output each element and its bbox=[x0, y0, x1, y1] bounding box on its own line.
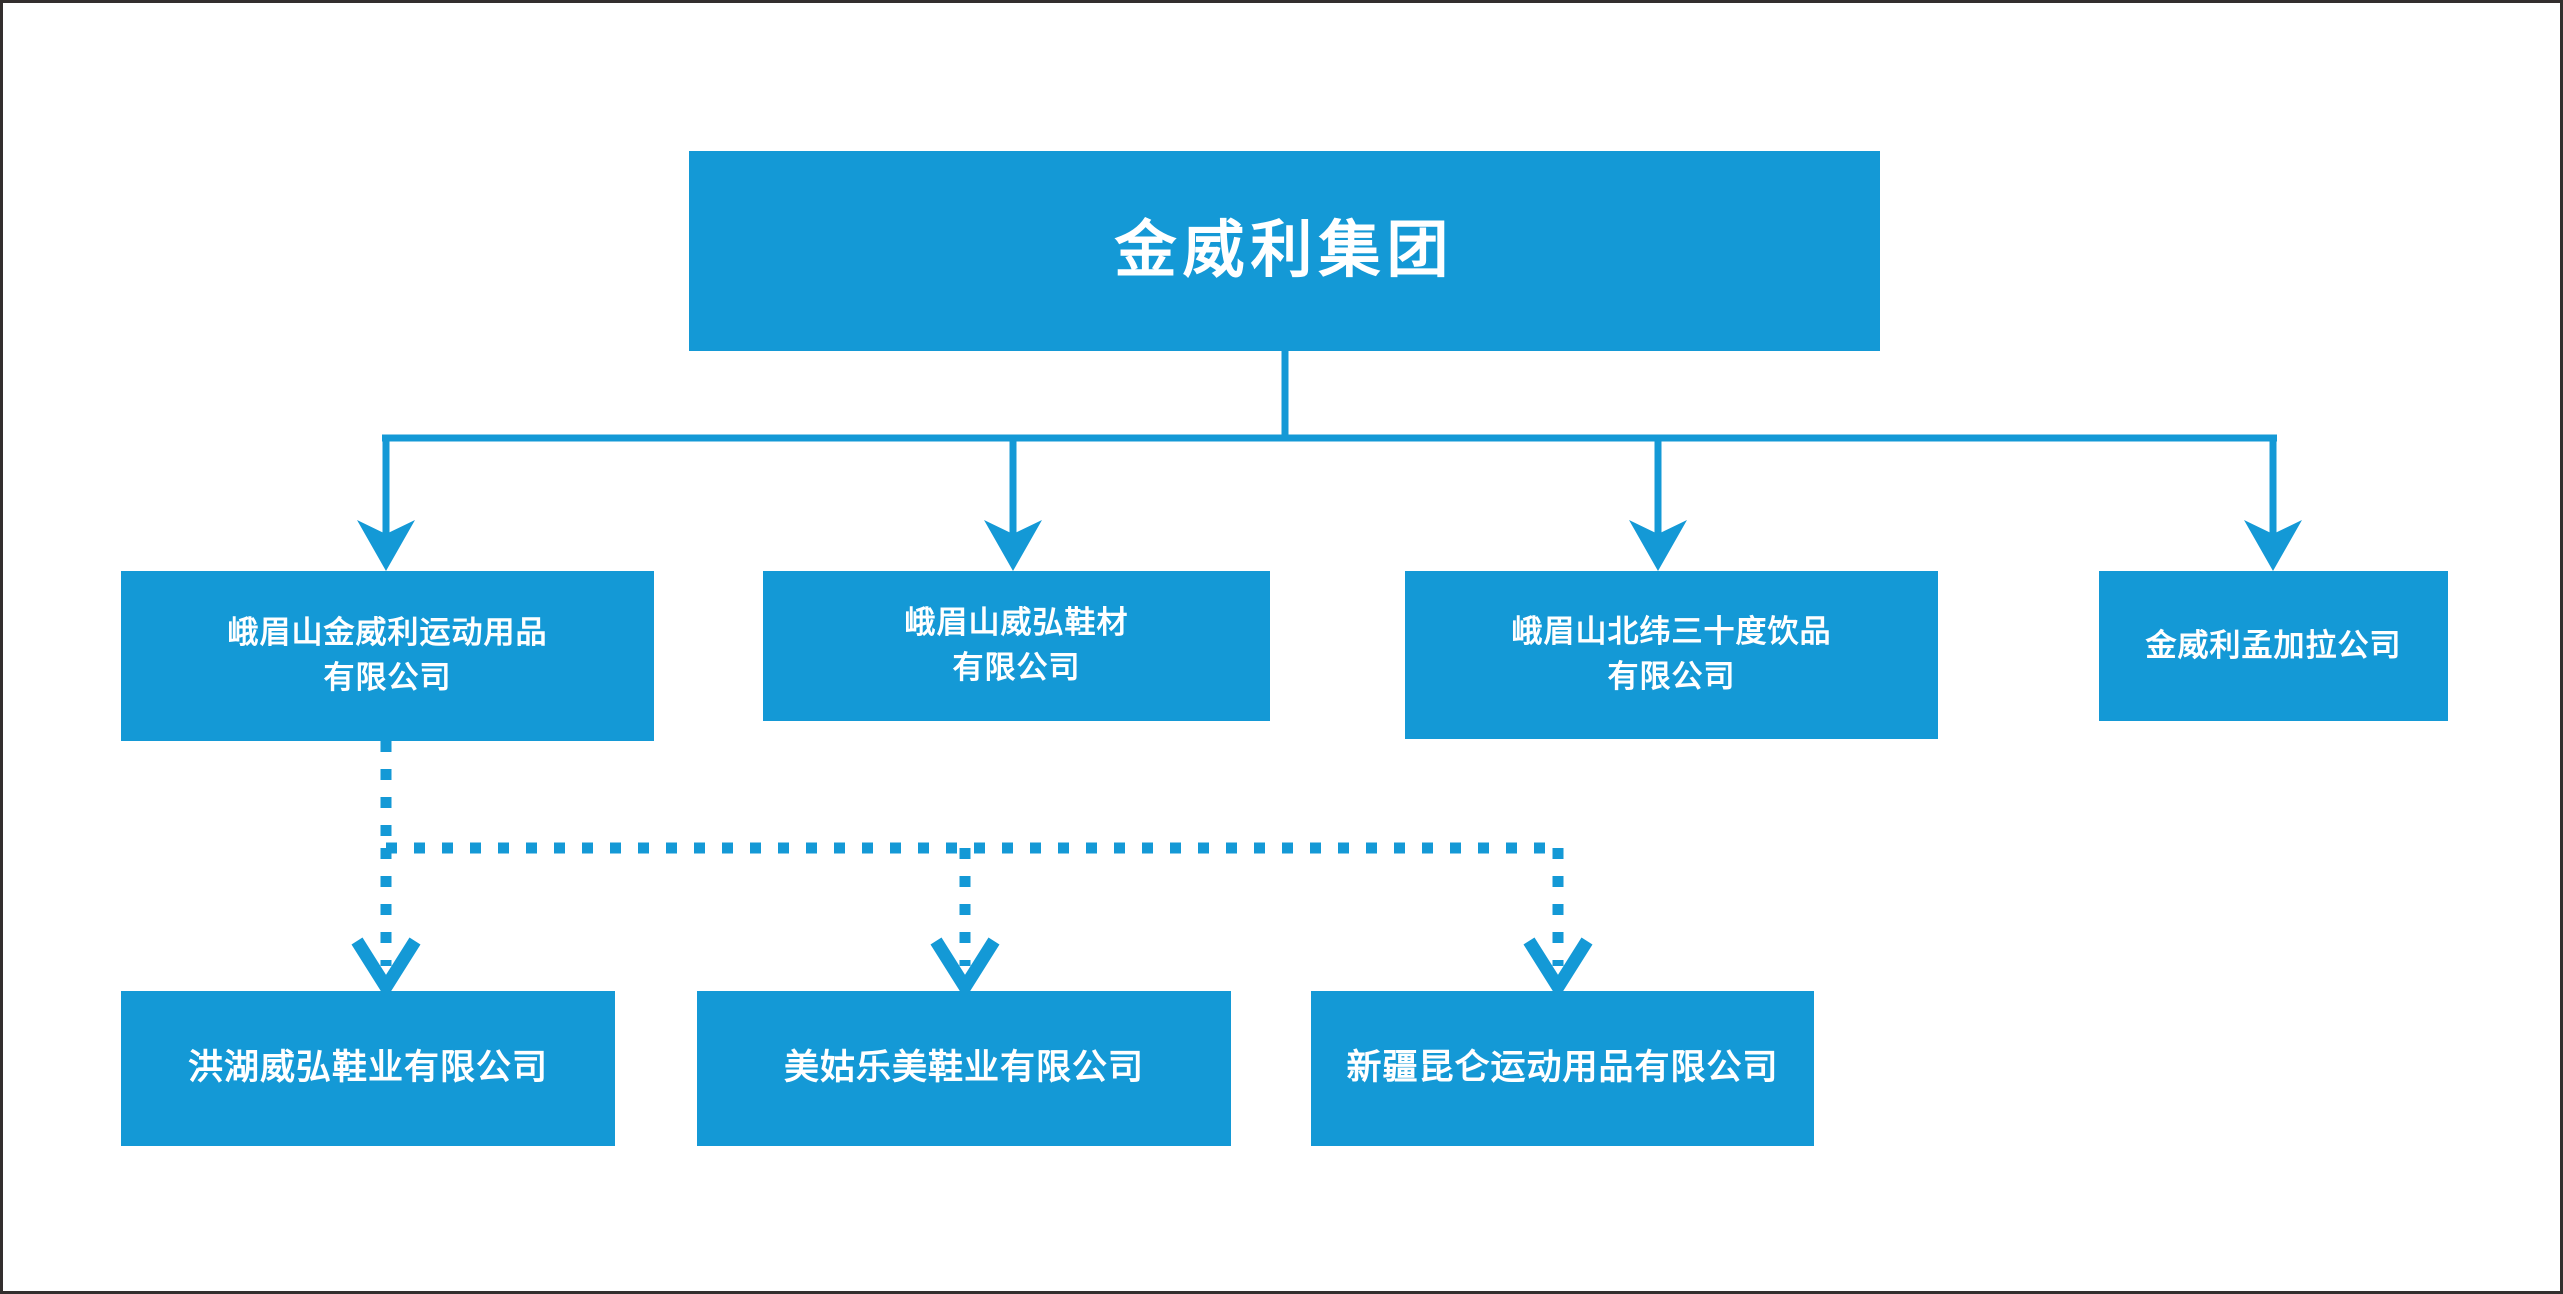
arrowhead-down-2 bbox=[984, 520, 1042, 571]
node-level3-1[interactable]: 洪湖威弘鞋业有限公司 bbox=[121, 991, 615, 1146]
node-level3-2[interactable]: 美姑乐美鞋业有限公司 bbox=[697, 991, 1231, 1146]
arrowhead-dotted-1 bbox=[351, 937, 421, 1000]
node-level2-1-label: 峨眉山金威利运动用品 有限公司 bbox=[227, 615, 548, 695]
solid-arrowheads bbox=[357, 520, 2302, 571]
node-level2-3-label: 峨眉山北纬三十度饮品 有限公司 bbox=[1511, 614, 1832, 694]
dotted-connectors bbox=[380, 741, 1564, 966]
arrowhead-down-3 bbox=[1629, 520, 1687, 571]
node-level2-4-label: 金威利孟加拉公司 bbox=[2145, 627, 2402, 663]
dotted-arrowheads bbox=[351, 937, 1593, 1000]
node-level2-1[interactable]: 峨眉山金威利运动用品 有限公司 bbox=[121, 571, 654, 741]
arrowhead-dotted-2 bbox=[930, 937, 1000, 1000]
solid-connectors bbox=[382, 351, 2277, 546]
arrowhead-down-4 bbox=[2244, 520, 2302, 571]
node-level2-3[interactable]: 峨眉山北纬三十度饮品 有限公司 bbox=[1405, 571, 1938, 739]
node-level3-2-label: 美姑乐美鞋业有限公司 bbox=[783, 1048, 1144, 1088]
node-level3-1-label: 洪湖威弘鞋业有限公司 bbox=[187, 1048, 548, 1088]
arrowhead-dotted-3 bbox=[1523, 937, 1593, 1000]
node-level3-3-label: 新疆昆仑运动用品有限公司 bbox=[1346, 1048, 1779, 1088]
org-chart-canvas: 金威利集团 峨眉山金威利运动用品 有限公司 峨眉山威弘鞋材 有限公司 峨眉山北纬… bbox=[3, 3, 2560, 1291]
node-level2-2[interactable]: 峨眉山威弘鞋材 有限公司 bbox=[763, 571, 1270, 721]
node-root[interactable]: 金威利集团 bbox=[689, 151, 1880, 351]
node-level2-2-label: 峨眉山威弘鞋材 有限公司 bbox=[904, 605, 1129, 685]
node-level3-3[interactable]: 新疆昆仑运动用品有限公司 bbox=[1311, 991, 1814, 1146]
arrowhead-down-1 bbox=[357, 520, 415, 571]
node-level2-4[interactable]: 金威利孟加拉公司 bbox=[2099, 571, 2448, 721]
node-root-label: 金威利集团 bbox=[1114, 216, 1455, 286]
